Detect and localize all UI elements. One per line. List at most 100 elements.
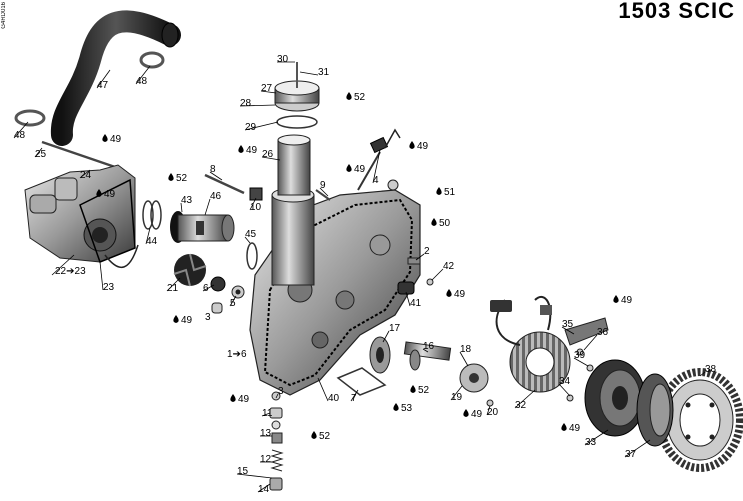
callout: 49 [102,134,122,145]
callout: 11 [262,408,273,419]
callout-number: 24 [80,170,92,181]
callout-number: 49 [181,315,193,326]
hose-clamp-top [139,51,165,69]
callout: 49 [230,394,250,405]
callout: 10 [250,202,262,213]
callout-number: 14 [258,484,270,495]
callout-number: 33 [585,437,597,448]
callout: 14 [258,484,270,495]
gasket-7 [336,367,387,396]
callout: 27 [261,83,273,94]
callout-number: 29 [245,122,257,133]
leader-line [244,236,251,244]
callout: 38 [705,364,717,375]
leader-line [257,483,271,493]
callout-number: 32 [515,400,527,411]
leader-line [405,291,411,307]
callout: 3 [205,312,211,323]
drop-icon [173,315,179,323]
callout-number: 37 [625,449,637,460]
leader-line [350,389,359,402]
callout: 47 [97,80,109,91]
crank-sensor [397,278,434,295]
callout: 50 [431,218,451,229]
callout: 19 [451,392,463,403]
callout-number: 4 [373,175,379,186]
callout: 49 [96,189,116,200]
callout: 18 [460,344,472,355]
callout-number: 50 [439,218,451,229]
callout-number: 18 [460,344,472,355]
impeller [173,253,207,287]
bushing-3 [211,302,223,314]
leader-line [584,429,609,446]
callout: 42 [443,261,455,272]
callout: 33 [585,437,597,448]
drop-icon [311,431,317,439]
drop-icon [168,173,174,181]
washer-5-inner [235,289,241,295]
leader-line [34,147,43,158]
sensor-wire [357,128,401,191]
callout: 52 [311,431,331,442]
callout: 35 [562,319,574,330]
leader-line [561,326,575,335]
callout-number: 49 [471,409,483,420]
callout-number: 42 [443,261,455,272]
relief-valve-stack [269,391,284,491]
callout-number: 26 [262,149,274,160]
callout: 39 [574,350,586,361]
callout-number: 11 [262,408,273,419]
callout: 45 [245,229,257,240]
callout: 49 [446,289,466,300]
screw-34 [566,394,574,402]
callout: 49 [346,164,366,175]
callout-number: 28 [240,98,252,109]
drop-icon [561,423,567,431]
flywheel [584,359,646,437]
callout-number: 9 [320,180,326,191]
callout-number: 12 [260,454,272,465]
leader-line [319,187,329,197]
leader-line [202,284,215,292]
callout-number: 23 [103,282,115,293]
leader-line [275,393,279,399]
callout-number: 21 [167,283,179,294]
callout: 48 [14,130,26,141]
leader-line [99,261,104,291]
callout: 36 [597,327,609,338]
drop-icon [436,187,442,195]
leader-line [450,385,463,401]
callout-number: 45 [245,229,257,240]
stator-bracket [564,317,609,356]
leader-line [624,439,651,458]
drop-icon [230,394,236,402]
callout: 43 [181,195,193,206]
callout-number: 6 [203,283,209,294]
callout: 48 [136,76,148,87]
leader-line [204,198,211,216]
sensor-10 [249,187,263,201]
o-ring-a [142,200,154,230]
callout-number: 49 [354,164,366,175]
callout-number: 1➔6 [227,349,247,360]
drop-icon [238,145,244,153]
callout: 49 [463,409,483,420]
callout: 7 [351,393,357,404]
callout-number: 15 [237,466,249,477]
callout: 23 [103,282,115,293]
callout-number: 46 [210,191,222,202]
callout-number: 13 [260,428,272,439]
leader-line [558,383,571,397]
callout-number: 49 [621,295,633,306]
leader-line [699,371,706,377]
leader-line [180,202,183,213]
callout: 53 [393,403,413,414]
callout: 22➔23 [55,266,86,277]
callout: 49 [409,141,429,152]
callout: 21 [167,283,179,294]
callout-number: 49 [454,289,466,300]
engine-title: 1503 SCIC [618,0,735,23]
leader-line [260,90,277,94]
callout: 37 [625,449,637,460]
